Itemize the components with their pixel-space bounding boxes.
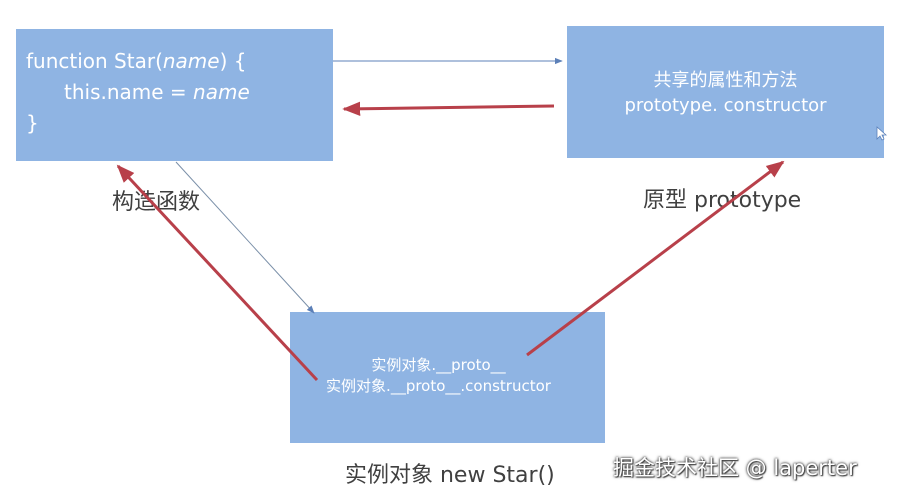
code-value: name — [193, 80, 250, 104]
prototype-line-1: 共享的属性和方法 — [653, 70, 798, 91]
prototype-caption: 原型 prototype — [643, 188, 802, 213]
watermark: 掘金技术社区 @ laperter — [613, 456, 857, 480]
instance-line-1: 实例对象.__proto__ — [371, 356, 506, 374]
instance-line-2: 实例对象.__proto__.constructor — [326, 377, 551, 395]
code-assignment: this.name = — [64, 80, 194, 104]
instance-caption: 实例对象 new Star() — [345, 463, 555, 488]
code-function-keyword: function Star( — [26, 49, 163, 73]
code-line-2: this.name = name — [26, 77, 333, 108]
constructor-box: function Star(name) { this.name = name } — [16, 29, 333, 161]
instance-box: 实例对象.__proto__ 实例对象.__proto__.constructo… — [290, 312, 605, 443]
code-param: name — [162, 49, 220, 73]
prototype-line-2: prototype. constructor — [624, 95, 827, 116]
code-line-1: function Star(name) { — [26, 46, 333, 77]
prototype-box: 共享的属性和方法 prototype. constructor — [567, 26, 884, 158]
constructor-caption: 构造函数 — [112, 190, 201, 215]
code-open-brace: ) { — [219, 49, 247, 73]
prototype-to-constructor-arrow — [342, 101, 555, 116]
code-line-3: } — [26, 111, 39, 135]
